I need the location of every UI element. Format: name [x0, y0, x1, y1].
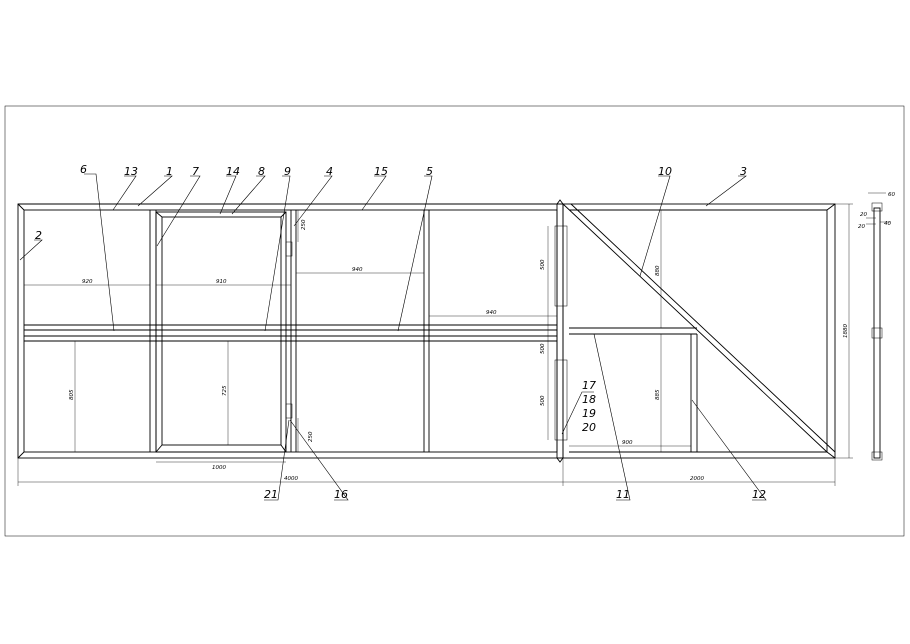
callout-13: 13 [124, 165, 138, 178]
dimension-lines [17, 203, 853, 486]
callout-16: 16 [334, 488, 348, 501]
right-section [562, 203, 836, 459]
callout-21: 21 [264, 488, 278, 501]
dim-1880: 1880 [843, 324, 849, 338]
callout-6: 6 [80, 163, 87, 176]
dim-500-mid: 500 [540, 343, 546, 354]
sheet-border [4, 105, 905, 537]
callout-7: 7 [192, 165, 199, 178]
dim-60: 60 [888, 192, 895, 198]
left-section [17, 199, 568, 463]
callout-3: 3 [740, 165, 747, 178]
callout-4: 4 [326, 165, 333, 178]
callout-12: 12 [752, 488, 766, 501]
dim-940-lower: 940 [486, 310, 497, 316]
dim-20-lower: 20 [858, 224, 865, 230]
dim-920: 920 [82, 279, 93, 285]
dim-725: 725 [222, 385, 228, 396]
dim-1000: 1000 [212, 465, 226, 471]
callout-15: 15 [374, 165, 388, 178]
callout-14: 14 [226, 165, 240, 178]
callout-19: 19 [582, 407, 596, 420]
callout-9: 9 [284, 165, 291, 178]
dim-805: 805 [69, 389, 75, 400]
callout-20: 20 [582, 421, 596, 434]
dim-250-top: 250 [301, 219, 307, 230]
callout-leaders [19, 173, 767, 501]
side-view [866, 192, 890, 461]
dim-500-top: 500 [540, 259, 546, 270]
dim-940-upper: 940 [352, 267, 363, 273]
callout-10: 10 [658, 165, 672, 178]
dim-910: 910 [216, 279, 227, 285]
dim-250-bottom: 250 [308, 431, 314, 442]
dim-40: 40 [884, 221, 891, 227]
dim-900: 900 [622, 440, 633, 446]
callout-2: 2 [35, 229, 42, 242]
dim-885: 885 [655, 389, 661, 400]
callout-8: 8 [258, 165, 265, 178]
callout-11: 11 [616, 488, 630, 501]
dim-2000: 2000 [690, 476, 704, 482]
callout-1: 1 [166, 165, 173, 178]
dim-4000: 4000 [284, 476, 298, 482]
callout-5: 5 [426, 165, 433, 178]
callout-17: 17 [582, 379, 596, 392]
dim-20-upper: 20 [860, 212, 867, 218]
dim-500-bottom: 500 [540, 395, 546, 406]
dim-880: 880 [655, 265, 661, 276]
callout-18: 18 [582, 393, 596, 406]
